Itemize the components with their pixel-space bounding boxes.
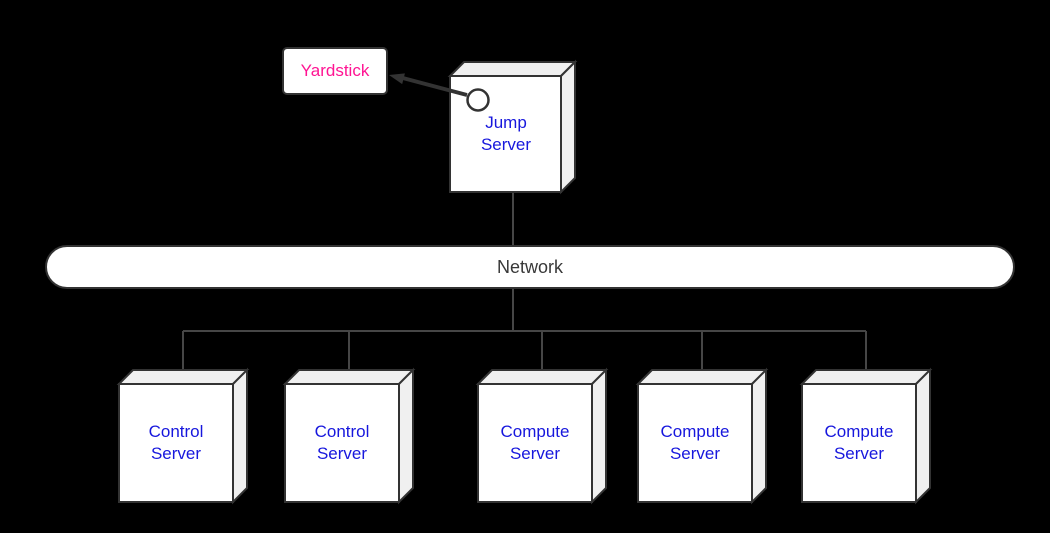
yardstick-arrow [389, 73, 468, 97]
server-4-top-face [635, 369, 769, 385]
server-2-side-face [398, 367, 414, 505]
server-2-front-face [284, 383, 400, 503]
yardstick-arrowhead-icon [389, 73, 405, 85]
server-box-1 [116, 367, 250, 505]
server-1-front-face [118, 383, 234, 503]
network-bus-pill [45, 245, 1015, 289]
server-3-side-face [591, 367, 607, 505]
jump-server-front-face [449, 75, 562, 193]
jump-server-side-face [560, 59, 576, 195]
server-box-5 [799, 367, 933, 505]
yardstick-label: Yardstick [300, 61, 370, 80]
server-1-top-face [116, 369, 250, 385]
server-3-front-face [477, 383, 593, 503]
yardstick-note: Yardstick [282, 47, 388, 95]
interface-port-circle-icon [466, 88, 490, 112]
server-4-side-face [751, 367, 767, 505]
connector-lines [182, 192, 867, 371]
jump-server-box [447, 59, 578, 195]
server-2-top-face [282, 369, 416, 385]
server-5-side-face [915, 367, 931, 505]
server-box-2 [282, 367, 416, 505]
server-box-4 [635, 367, 769, 505]
server-4-front-face [637, 383, 753, 503]
server-3-top-face [475, 369, 609, 385]
server-5-top-face [799, 369, 933, 385]
server-1-side-face [232, 367, 248, 505]
server-5-front-face [801, 383, 917, 503]
server-box-3 [475, 367, 609, 505]
yardstick-arrow-shaft [398, 75, 468, 97]
jump-server-top-face [447, 61, 578, 77]
